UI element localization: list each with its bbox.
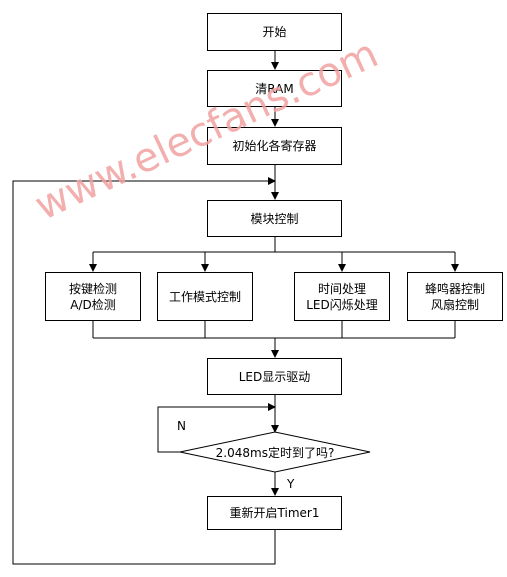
time-process-line2: LED闪烁处理 xyxy=(306,297,378,312)
key-detect-line2: A/D检测 xyxy=(70,297,116,312)
init-registers-label: 初始化各寄存器 xyxy=(232,139,317,153)
led-drive-box: LED显示驱动 xyxy=(207,358,342,395)
loop-back-line xyxy=(12,177,276,565)
time-process-box: 时间处理 LED闪烁处理 xyxy=(294,272,390,321)
start-label: 开始 xyxy=(262,25,287,39)
led-drive-label: LED显示驱动 xyxy=(238,369,311,384)
restart-timer-label: 重新开启Timer1 xyxy=(229,506,320,520)
module-control-box: 模块控制 xyxy=(207,200,342,237)
key-detect-box: 按键检测 A/D检测 xyxy=(45,272,141,321)
init-registers-box: 初始化各寄存器 xyxy=(207,127,342,165)
no-label: N xyxy=(177,419,186,433)
clear-ram-box: 清RAM xyxy=(207,70,342,107)
clear-ram-label: 清RAM xyxy=(255,81,294,96)
time-process-line1: 时间处理 xyxy=(317,281,366,296)
decision-label: 2.048ms定时到了吗? xyxy=(215,446,335,460)
buzzer-fan-line1: 蜂鸣器控制 xyxy=(424,281,485,296)
yes-label: Y xyxy=(287,477,295,491)
module-control-label: 模块控制 xyxy=(250,211,299,226)
buzzer-fan-line2: 风扇控制 xyxy=(430,297,479,312)
start-box: 开始 xyxy=(207,13,342,51)
restart-timer-box: 重新开启Timer1 xyxy=(207,496,342,530)
key-detect-line1: 按键检测 xyxy=(68,281,117,296)
buzzer-fan-box: 蜂鸣器控制 风扇控制 xyxy=(407,272,503,321)
decision-diamond xyxy=(179,431,371,473)
no-loop-line xyxy=(157,403,276,453)
work-mode-label: 工作模式控制 xyxy=(168,289,241,304)
work-mode-box: 工作模式控制 xyxy=(157,272,253,321)
